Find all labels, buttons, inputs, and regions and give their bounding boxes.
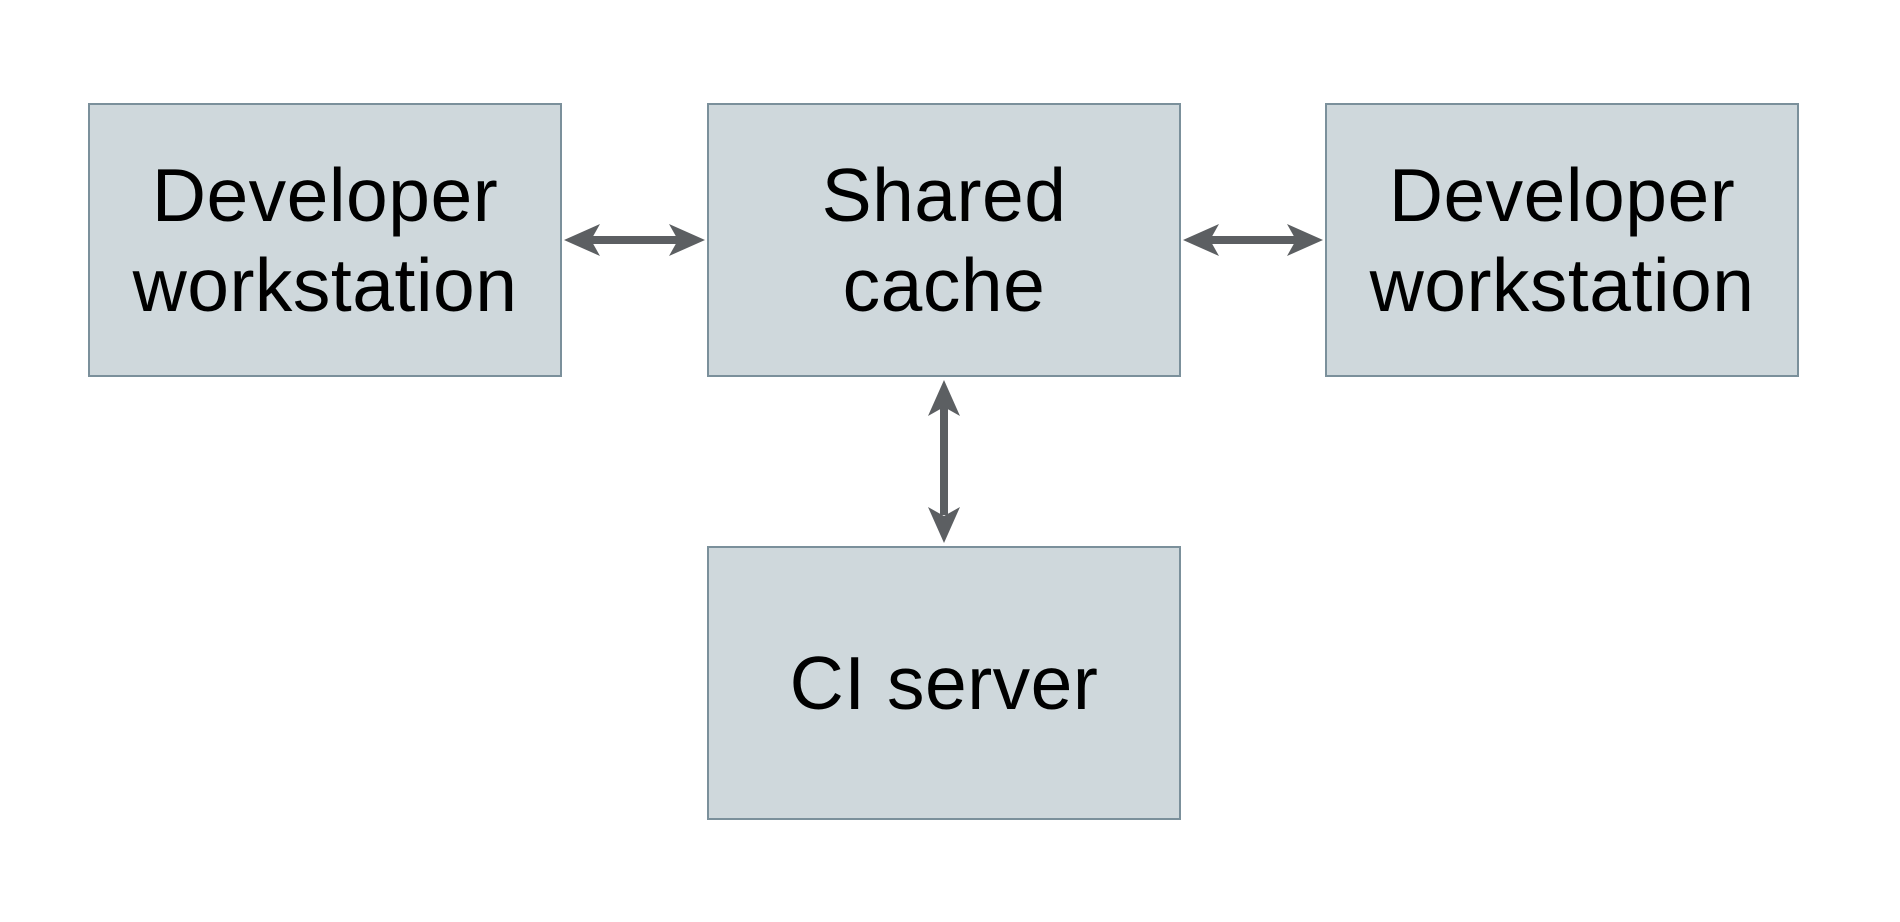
bidirectional-arrow-devleft-cache (564, 224, 705, 256)
node-developer-workstation-right: Developer workstation (1325, 103, 1799, 377)
node-shared-cache: Shared cache (707, 103, 1181, 377)
node-ci-server: CI server (707, 546, 1181, 820)
node-label-developer-workstation-left: Developer workstation (132, 153, 518, 327)
bidirectional-arrow-cache-devright (1183, 224, 1323, 256)
node-label-shared-cache: Shared cache (821, 153, 1067, 327)
bidirectional-arrow-cache-ciserver (928, 380, 960, 543)
node-developer-workstation-left: Developer workstation (88, 103, 562, 377)
node-label-ci-server: CI server (789, 641, 1099, 725)
node-label-developer-workstation-right: Developer workstation (1369, 153, 1755, 327)
